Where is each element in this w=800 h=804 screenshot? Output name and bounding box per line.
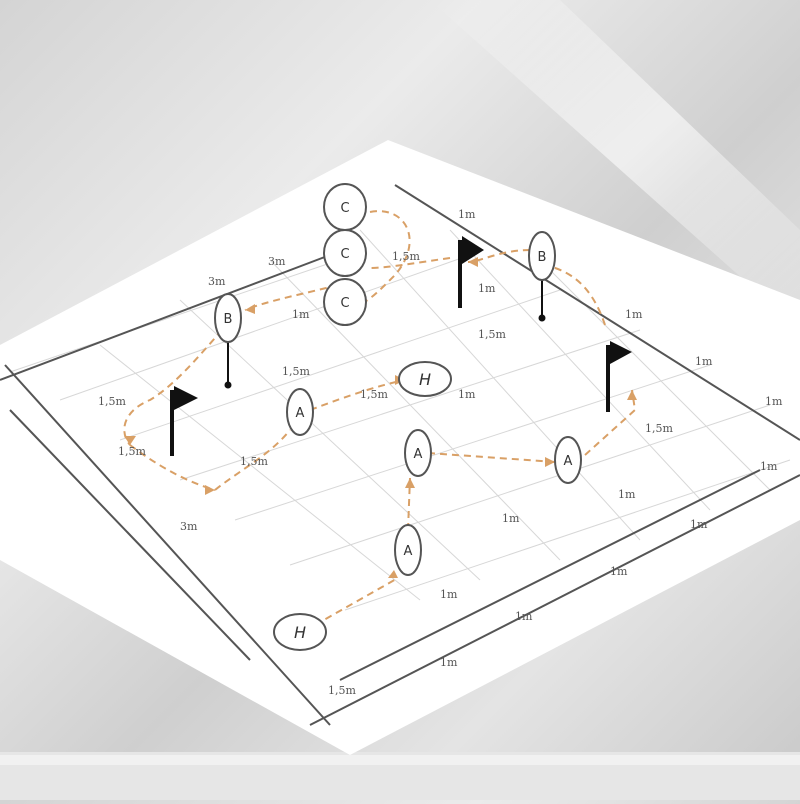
node-a1: A [296, 406, 305, 421]
node-a4: A [404, 544, 413, 559]
node-h2: H [294, 623, 306, 642]
label-top-right-1: 1m [458, 208, 476, 221]
label-small-mark: 3m [268, 255, 286, 268]
route-path [123, 210, 637, 626]
label-lower-left: 3m [180, 520, 198, 533]
node-b2: B [538, 250, 547, 265]
node-c1: C [340, 201, 349, 216]
field-boundaries [0, 184, 800, 726]
label-mid-left-3: 1,5m [240, 455, 268, 468]
flag-left [170, 386, 198, 456]
label-mid-left-2: 1,5m [118, 445, 146, 458]
label-lower-mid-3: 1m [440, 588, 458, 601]
label-top-right-2: 1m [478, 282, 496, 295]
diagram-paper [0, 140, 800, 755]
label-right-edge-5: 1m [610, 565, 628, 578]
label-lower-mid-1: 1m [618, 488, 636, 501]
label-top-left: 3m [208, 275, 226, 288]
label-upper-mid-c: 1,5m [478, 328, 506, 341]
node-b1: B [224, 312, 233, 327]
label-right-edge-4: 1m [690, 518, 708, 531]
label-bottom-3: 1,5m [328, 684, 356, 697]
label-mid-right-1: 1m [458, 388, 476, 401]
label-mid-center-1: 1,5m [282, 365, 310, 378]
label-mid-left-1: 1,5m [98, 395, 126, 408]
label-upper-mid-b: 1,5m [392, 250, 420, 263]
node-h1: H [419, 370, 431, 389]
node-a3: A [564, 454, 573, 469]
label-right-edge-2: 1m [765, 395, 783, 408]
node-shapes [214, 183, 582, 651]
b2-dot [538, 314, 546, 322]
label-right-edge-3: 1m [760, 460, 778, 473]
label-mid-center-2: 1,5m [360, 388, 388, 401]
label-lower-mid-2: 1m [502, 512, 520, 525]
label-upper-mid-a: 1m [292, 308, 310, 321]
label-bottom-1: 1m [515, 610, 533, 623]
grid-lines [9, 229, 791, 611]
label-bottom-2: 1m [440, 656, 458, 669]
label-mid-right-3: 1,5m [645, 422, 673, 435]
b1-dot [224, 381, 232, 389]
node-c3: C [340, 296, 349, 311]
flag-top [458, 236, 484, 308]
node-c2: C [340, 247, 349, 262]
label-mid-right-2: 1m [625, 308, 643, 321]
flag-right [606, 341, 632, 412]
label-right-edge-1: 1m [695, 355, 713, 368]
node-a2: A [414, 447, 423, 462]
